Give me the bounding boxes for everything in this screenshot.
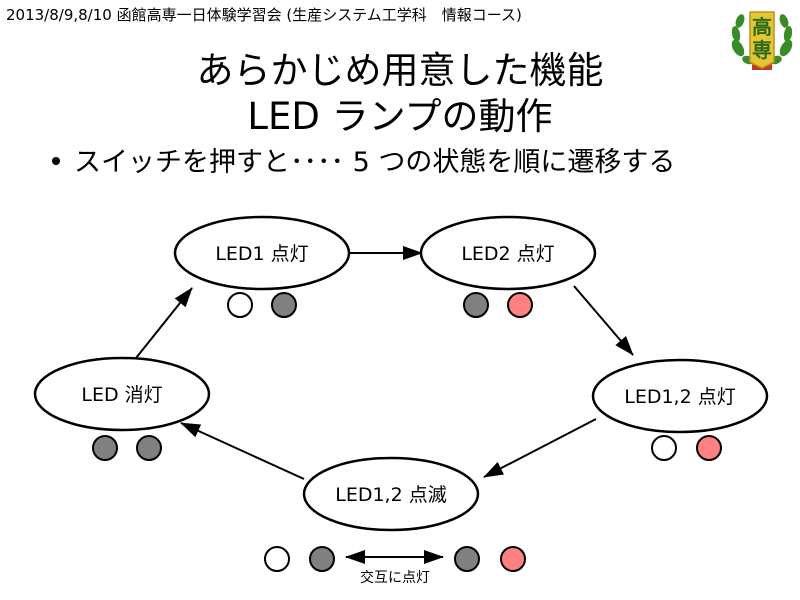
lamp-gray xyxy=(463,292,489,318)
lamp-gray xyxy=(309,546,335,572)
arrow-led12-to-blink xyxy=(483,418,597,478)
school-emblem: 高 専 xyxy=(731,11,793,70)
blink-note: 交互に点灯 xyxy=(360,569,430,586)
state-label: LED1 点灯 xyxy=(215,243,308,265)
bullet-icon xyxy=(52,156,60,165)
emblem-char-1: 高 xyxy=(752,15,772,39)
bullet-item: スイッチを押すと････ 5 つの状態を順に遷移する xyxy=(52,140,675,179)
lamp-off xyxy=(264,546,290,572)
slide-title-line2: LED ランプの動作 xyxy=(247,95,553,138)
lamp-off xyxy=(227,292,253,318)
lamp-gray xyxy=(136,435,162,461)
lamp-gray xyxy=(92,435,118,461)
state-led2-on: LED2 点灯 xyxy=(419,215,597,291)
bullet-text: スイッチを押すと････ 5 つの状態を順に遷移する xyxy=(74,147,676,178)
state-label: LED2 点灯 xyxy=(461,243,554,265)
lamp-red xyxy=(507,292,533,318)
lamp-red xyxy=(696,435,722,461)
slide-title-line1: あらかじめ用意した機能 xyxy=(196,49,604,92)
state-led12-blink: LED1,2 点滅 xyxy=(302,456,480,532)
lamp-gray xyxy=(454,546,480,572)
emblem-char-2: 専 xyxy=(752,38,772,62)
state-label: LED 消灯 xyxy=(81,384,162,406)
event-header: 2013/8/9,8/10 函館高専一日体験学習会 (生産システム工学科 情報コ… xyxy=(6,6,522,24)
state-label: LED1,2 点灯 xyxy=(624,386,735,408)
lamp-red xyxy=(500,546,526,572)
state-led12-on: LED1,2 点灯 xyxy=(591,358,769,434)
state-led-off: LED 消灯 xyxy=(33,356,211,432)
state-label: LED1,2 点滅 xyxy=(335,484,446,506)
lamp-off xyxy=(651,435,677,461)
arrow-blink-to-off xyxy=(180,422,305,480)
arrow-off-to-led1 xyxy=(135,287,193,359)
state-led1-on: LED1 点灯 xyxy=(173,215,351,291)
lamp-gray xyxy=(271,292,297,318)
arrow-led2-to-led12 xyxy=(573,285,634,356)
